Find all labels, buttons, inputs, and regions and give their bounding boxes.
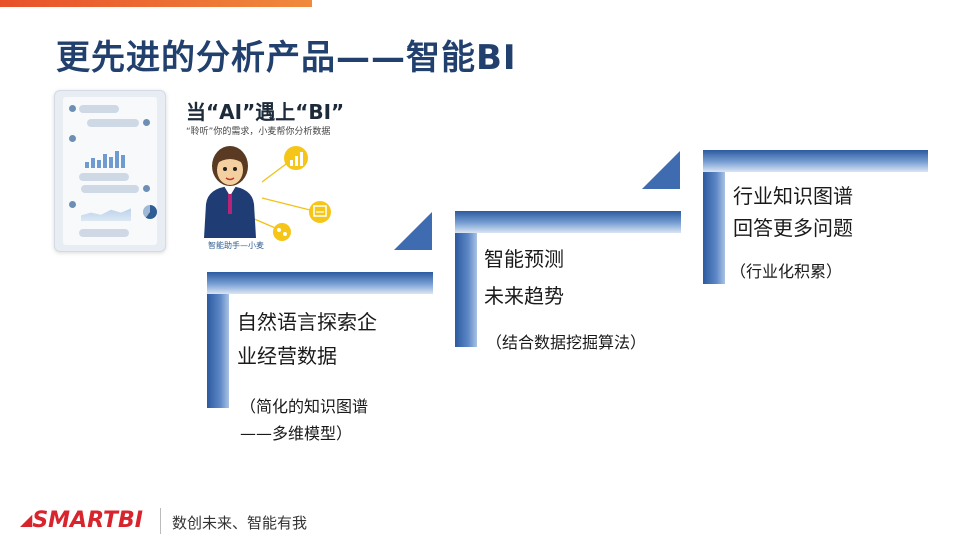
phone-screen [63,97,157,245]
chat-avatar-icon [143,185,150,192]
chat-avatar-icon [69,105,76,112]
chat-bubble [87,119,139,127]
ai-subtitle: “聆听”你的需求，小麦帮你分析数据 [186,127,331,137]
chat-avatar-icon [69,201,76,208]
step1-horizontal-bar [207,272,433,294]
assistant-illustration [204,146,331,241]
step2-title-line2: 未来趋势 [484,284,564,308]
step2-horizontal-bar [455,211,681,233]
step3-note-line1: （行业化积累） [730,262,843,281]
footer-slogan: 数创未来、智能有我 [172,514,308,532]
step3-horizontal-bar [703,150,928,172]
step2-arrow-tip [642,151,680,189]
step1-note-line2: ——多维模型） [240,424,353,443]
chat-bubble [79,229,129,237]
step3-title-line1: 行业知识图谱 [733,184,853,208]
footer-divider [160,508,161,534]
phone-mockup-image [54,90,166,252]
chat-bubble [79,105,119,113]
logo-text: SMARTBI [32,508,143,533]
chart-circle-icon [284,146,308,170]
assistant-caption: 智能助手—小麦 [208,241,264,250]
chat-bubble [81,185,139,193]
ai-meets-bi-heading: 当“AI”遇上“BI” [186,100,345,124]
step2-vertical-bar [455,211,477,347]
step1-vertical-bar [207,272,229,408]
step3-vertical-bar [703,150,725,284]
step2-note-line1: （结合数据挖掘算法） [486,333,647,352]
mini-bar-chart [85,149,137,168]
smartbi-logo: ◢SMARTBI [20,508,143,533]
chat-avatar-icon [69,135,76,142]
slide-title: 更先进的分析产品——智能BI [56,38,517,78]
network-circle-icon [273,223,291,241]
chat-avatar-icon [143,119,150,126]
step1-arrow-tip [394,212,432,250]
chat-bubble [79,173,129,181]
mini-area-chart [81,208,131,221]
step1-title-line1: 自然语言探索企 [237,310,377,334]
step3-title-line2: 回答更多问题 [733,216,853,240]
report-circle-icon [309,201,331,223]
step1-title-line2: 业经营数据 [237,344,337,368]
assistant-avatar-icon [204,146,256,238]
step2-title-line1: 智能预测 [484,247,564,271]
connector-lines [251,157,319,231]
step1-note-line1: （简化的知识图谱 [240,397,369,416]
top-accent-bar [0,0,312,7]
mini-pie-chart [143,205,157,219]
